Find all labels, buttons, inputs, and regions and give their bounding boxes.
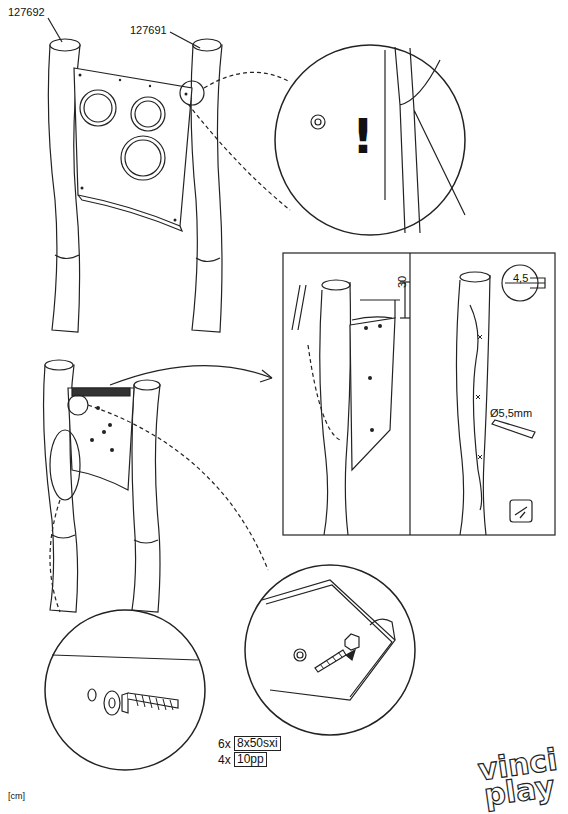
part-label: 4,5 [513,272,528,284]
part-label: 127692 [8,6,45,18]
part-label: Ø5,5mm [490,407,532,419]
fastener-code: 8x50sxi [237,736,278,750]
part-label: 30 [396,276,408,288]
part-label: 6x [218,738,231,751]
part-label: ! [352,110,374,163]
fastener-code-box: 10pp [234,752,267,767]
fastener-code-box: 8x50sxi [234,736,281,751]
part-label: 127691 [130,24,167,36]
fastener-code: 10pp [237,752,264,766]
part-label: 4x [218,754,231,767]
brand-logo: play [482,769,557,812]
part-label: [cm] [8,792,25,802]
